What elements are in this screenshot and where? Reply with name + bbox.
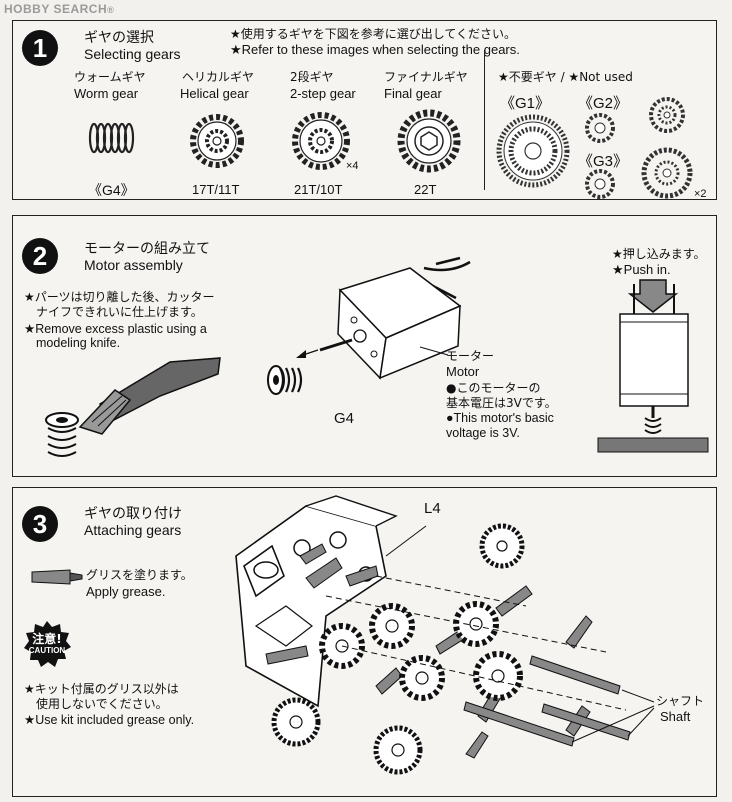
motor-icon [296,256,471,380]
motor-label-en: Motor [446,364,480,379]
modeling-knife-icon [78,357,221,435]
helical-gear-name-ja: ヘリカルギヤ [182,70,255,84]
step1-note-en: ★Refer to these images when selecting th… [230,42,520,57]
caution-en: CAUTION [28,646,66,655]
worm-gear-g4-icon [267,365,303,395]
step2-note-ja-1: ★パーツは切り離した後、カッター [24,290,215,304]
two-step-gear-icon [292,112,350,170]
caution-badge-icon [24,621,71,667]
step3-title-ja: ギヤの取り付け [84,506,182,522]
voltage-en-2: voltage is 3V. [446,426,520,440]
step1-title-ja: ギヤの選択 [84,30,154,46]
voltage-en-1: ●This motor's basic [446,411,554,425]
step-gear-name-ja: 2段ギヤ [290,70,334,84]
unused-gear-g2b-icon [649,97,685,133]
final-gear-icon [397,109,461,173]
grease-tube-icon [31,569,83,585]
helical-gear-name-en: Helical gear [180,86,249,101]
step1-title-en: Selecting gears [84,46,181,62]
step2-title-en: Motor assembly [84,257,183,273]
motor-leader-line [419,346,449,356]
step2-note-ja-2: ナイフできれいに仕上げます。 [36,305,203,319]
step2-note-en-2: modeling knife. [36,336,121,350]
voltage-ja-2: 基本電圧は3Vです。 [446,396,557,410]
l4-part-label: L4 [424,500,441,517]
push-in-illustration [597,279,709,453]
step-gear-code: 21T/10T [294,182,343,197]
unused-gear-g3b-icon [641,147,693,199]
not-used-code-g3: 《G3》 [578,153,629,170]
voltage-ja-1: ●このモーターの [446,381,541,395]
g4-part-label: G4 [334,410,355,427]
shaft-label-ja: シャフト [656,694,705,708]
step2-note-en-1: ★Remove excess plastic using a [24,322,207,336]
helical-gear-code: 17T/11T [192,182,240,197]
step1-note-ja: ★使用するギヤを下図を参考に選び出してください。 [230,27,517,41]
helical-gear-icon [190,114,244,168]
step1-number: 1 [22,30,58,66]
step1-divider [484,50,485,190]
worm-gear-part-icon [45,412,79,457]
grease-en: Apply grease. [86,584,166,599]
worm-gear-icon [88,122,135,154]
watermark: HOBBY SEARCH® [4,2,115,16]
step2-title-ja: モーターの組み立て [84,241,210,257]
push-in-ja: ★押し込みます。 [612,247,706,261]
unused-gear-g2-icon [585,113,615,143]
caution-note-ja-2: 使用しないでください。 [36,697,168,711]
shaft-label-en: Shaft [660,709,691,724]
not-used-code-g2: 《G2》 [578,95,629,112]
unused-gear-g1-icon [496,114,570,188]
not-used-code-g1: 《G1》 [500,95,551,112]
step3-number: 3 [22,506,58,542]
step2-number: 2 [22,238,58,274]
worm-gear-code: 《G4》 [88,182,135,198]
caution-ja: 注意! [32,632,62,646]
final-gear-code: 22T [414,182,437,197]
gearbox-assembly-illustration [235,495,655,775]
unused-gear-g3-icon [585,169,615,199]
grease-ja: グリスを塗ります。 [86,568,193,582]
caution-note-ja-1: ★キット付属のグリス以外は [24,682,179,696]
not-used-qty: ×2 [694,188,707,200]
step3-title-en: Attaching gears [84,522,182,538]
push-in-en: ★Push in. [612,262,671,277]
worm-gear-name-ja: ウォームギヤ [74,70,146,84]
worm-gear-name-en: Worm gear [74,86,139,101]
two-step-gear-qty: ×4 [346,160,359,172]
final-gear-name-ja: ファイナルギヤ [384,70,468,84]
step-gear-name-en: 2-step gear [290,86,356,101]
motor-label-ja: モーター [446,349,495,363]
not-used-label: ★不要ギヤ / ★Not used [498,70,633,84]
caution-note-en: ★Use kit included grease only. [24,713,195,727]
final-gear-name-en: Final gear [384,86,442,101]
